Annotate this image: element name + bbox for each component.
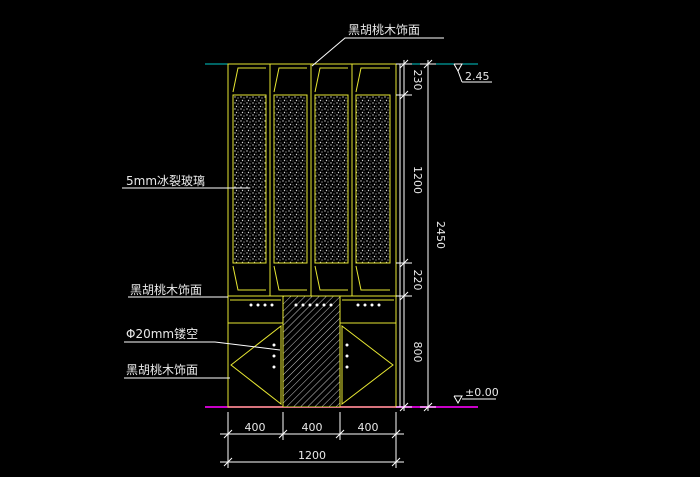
hollow-dot: [345, 343, 349, 347]
dim-bottom-band: 220: [411, 270, 424, 291]
dim-total-height: 2450: [434, 221, 447, 249]
elevation-marker-top: [453, 63, 492, 83]
hollow-dot: [345, 354, 349, 358]
hollow-dot: [301, 303, 305, 307]
right-diamond-panel: [341, 324, 394, 406]
upper-panels: [227, 63, 397, 297]
hollow-dot: [308, 303, 312, 307]
hollow-dot: [263, 303, 267, 307]
dim-width-middle: 400: [302, 421, 323, 434]
cabinet-hatched-panel: [282, 295, 341, 408]
label-lower-material: 黑胡桃木饰面: [126, 362, 198, 377]
hollow-dot: [294, 303, 298, 307]
elevation-top-label: 2.45: [465, 70, 490, 83]
horizontal-dimensions: [220, 412, 404, 468]
hollow-dot: [249, 303, 253, 307]
label-top-material: 黑胡桃木饰面: [348, 22, 420, 37]
hollow-dot: [329, 303, 333, 307]
label-hollow: Φ20mm镂空: [126, 327, 198, 341]
elevation-marker-bottom: [453, 395, 496, 405]
dim-width-left: 400: [245, 421, 266, 434]
vertical-dimensions: [396, 59, 436, 412]
hollow-dot: [363, 303, 367, 307]
hollow-dot: [256, 303, 260, 307]
dim-glass: 1200: [411, 166, 424, 194]
hollow-dot: [272, 354, 276, 358]
hollow-dot: [270, 303, 274, 307]
glass-panel-4: [355, 94, 391, 264]
hollow-dot: [345, 365, 349, 369]
label-glass: 5mm冰裂玻璃: [126, 174, 205, 188]
hollow-dot: [272, 365, 276, 369]
label-mid-material: 黑胡桃木饰面: [130, 282, 202, 297]
dim-cabinet: 800: [411, 342, 424, 363]
glass-panel-1: [232, 94, 267, 264]
hollow-dot: [356, 303, 360, 307]
hollow-dot: [322, 303, 326, 307]
dim-width-total: 1200: [298, 449, 326, 462]
lower-cabinet: [227, 295, 397, 408]
hollow-dot: [370, 303, 374, 307]
elevation-bottom-label: ±0.00: [465, 386, 499, 399]
hollow-dots: [249, 303, 381, 369]
leaders: [122, 37, 444, 379]
dim-width-right: 400: [358, 421, 379, 434]
left-diamond-panel: [230, 324, 282, 406]
hollow-dot: [272, 343, 276, 347]
dim-top-band: 230: [411, 70, 424, 91]
glass-panel-2: [273, 94, 308, 264]
glass-panel-3: [314, 94, 349, 264]
hollow-dot: [315, 303, 319, 307]
hollow-dot: [377, 303, 381, 307]
